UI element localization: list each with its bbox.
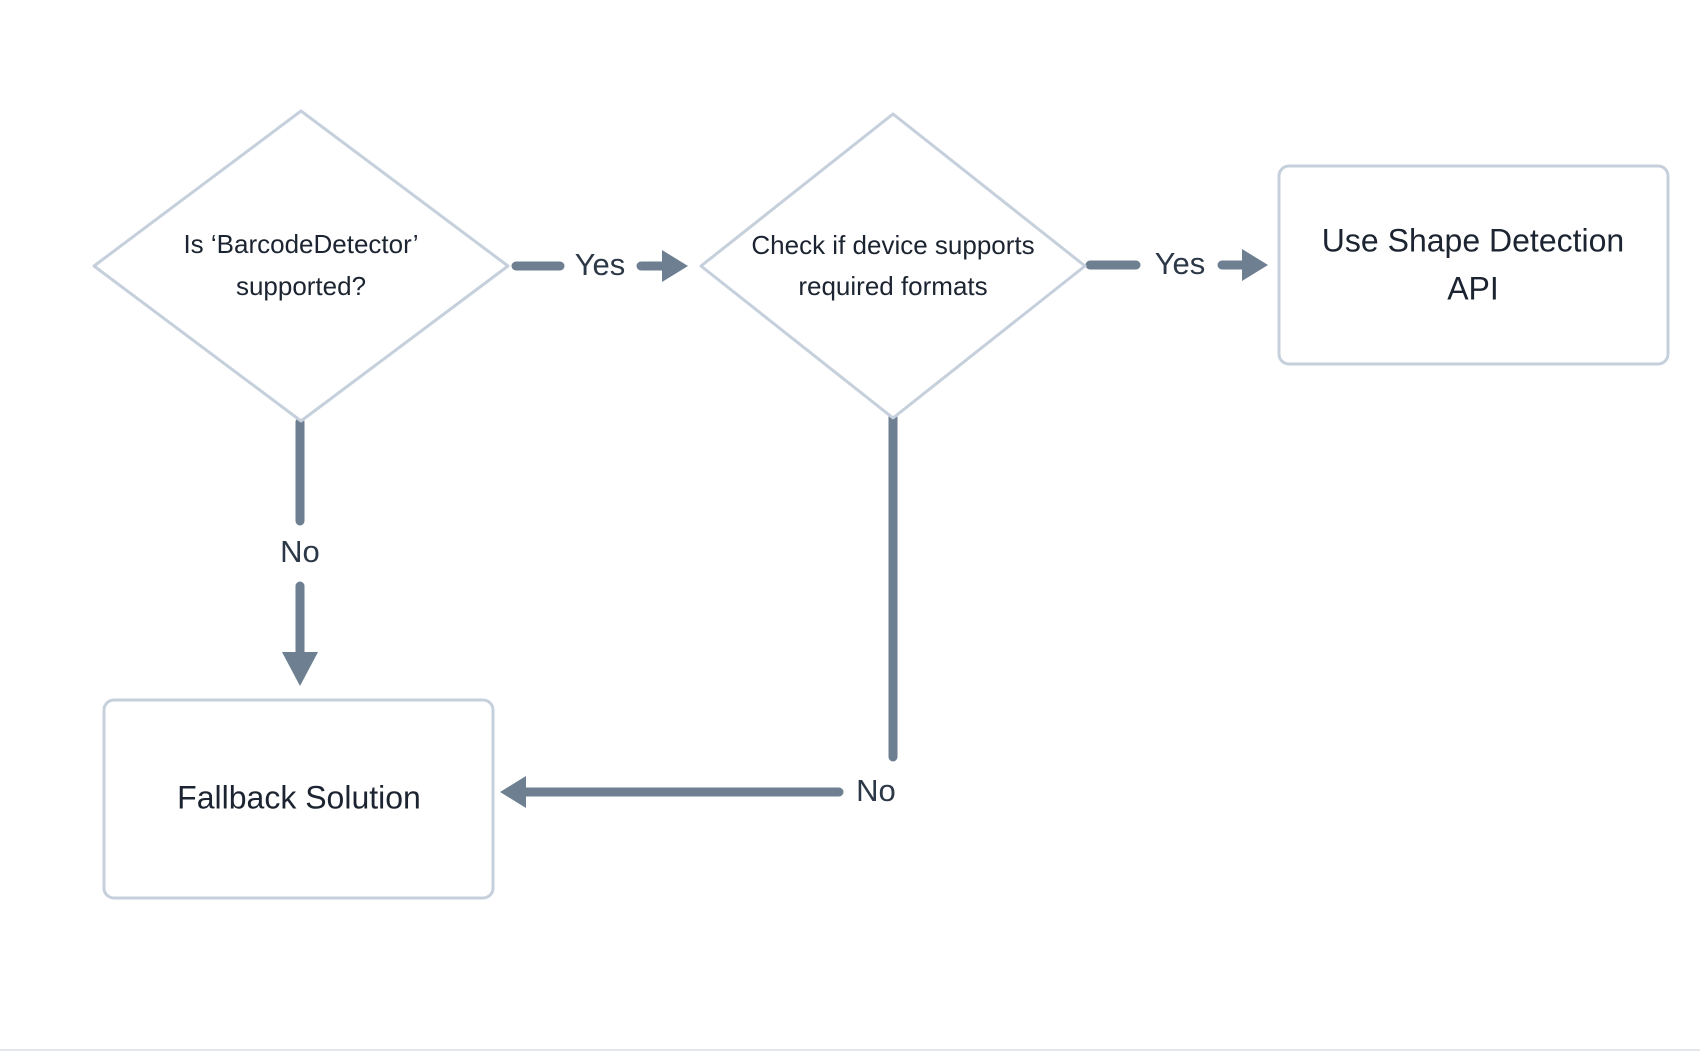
edge-device-yes: Yes	[1085, 246, 1268, 281]
decision-diamond-shape	[699, 112, 1087, 420]
edge-barcode-yes: Yes	[511, 247, 688, 282]
edge-barcode-no-arrowhead	[282, 652, 318, 686]
node-fallback-solution-line-1: Fallback Solution	[177, 779, 421, 815]
edge-barcode-yes-arrowhead	[662, 250, 688, 282]
edge-label-no-2: No	[856, 773, 896, 808]
edge-barcode-no: No	[280, 417, 320, 686]
node-fallback-solution[interactable]: Fallback Solution	[102, 698, 495, 900]
node-barcode-detector-check-line-2: supported?	[236, 271, 366, 301]
node-use-shape-detection-api-line-1: Use Shape Detection	[1322, 222, 1624, 258]
edge-device-no-arrowhead	[500, 776, 526, 808]
edge-device-yes-arrowhead	[1242, 249, 1268, 281]
node-device-format-check[interactable]: Check if device supports required format…	[699, 112, 1087, 420]
decision-diamond-shape	[92, 109, 510, 423]
edge-label-yes-1: Yes	[575, 247, 626, 282]
edge-label-no-1: No	[280, 534, 320, 569]
edge-device-no: No	[500, 407, 898, 808]
node-use-shape-detection-api[interactable]: Use Shape Detection API	[1277, 164, 1670, 366]
node-device-format-check-line-1: Check if device supports	[751, 230, 1034, 260]
process-rect-shape	[102, 698, 495, 900]
node-device-format-check-line-2: required formats	[798, 271, 987, 301]
node-barcode-detector-check[interactable]: Is ‘BarcodeDetector’ supported?	[92, 109, 510, 423]
edge-label-yes-2: Yes	[1155, 246, 1206, 281]
node-use-shape-detection-api-line-2: API	[1447, 270, 1499, 306]
node-barcode-detector-check-line-1: Is ‘BarcodeDetector’	[183, 229, 418, 259]
process-rect-shape	[1277, 164, 1670, 366]
